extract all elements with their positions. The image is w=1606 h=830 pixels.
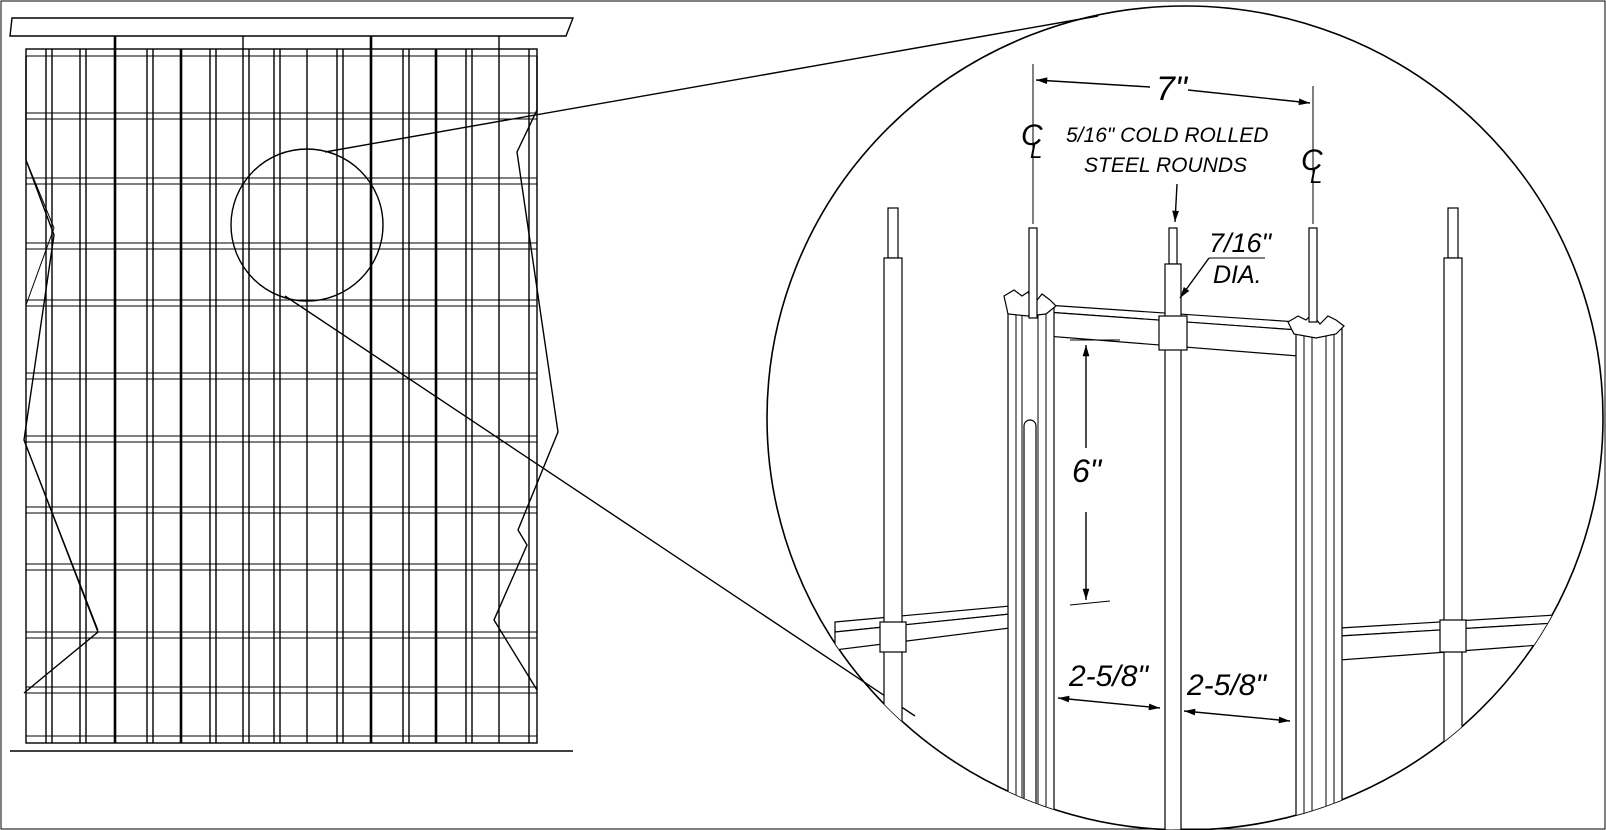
top-plate	[9, 17, 575, 37]
cross-rods	[26, 112, 537, 694]
enlarged-detail: 7" C L C L 5/16" COLD ROLLED STEEL ROUND…	[766, 5, 1604, 830]
break-line-left	[23, 56, 99, 694]
bearing-bar-right	[1287, 227, 1345, 830]
dim-center-spacing: 7"	[1156, 70, 1189, 108]
material-line-1: 5/16" COLD ROLLED	[1066, 124, 1268, 147]
center-rod	[1158, 227, 1188, 830]
svg-text:L: L	[1310, 163, 1322, 188]
detail-marker-circle	[230, 148, 384, 302]
leader-line-bottom	[284, 295, 916, 717]
diameter-value: 7/16"	[1209, 228, 1273, 258]
dim-gap-left: 2-5/8"	[1068, 660, 1149, 693]
break-line-right	[493, 56, 559, 691]
detail-circle	[766, 5, 1604, 830]
centerline-right: C L	[1301, 144, 1323, 188]
grating-elevation	[9, 17, 575, 752]
dim-vertical-spacing: 6"	[1072, 453, 1103, 489]
diameter-label: DIA.	[1213, 261, 1262, 289]
vertical-bars	[45, 36, 530, 743]
bearing-bar-left	[1003, 227, 1057, 830]
svg-text:L: L	[1030, 138, 1042, 163]
material-line-2: STEEL ROUNDS	[1084, 154, 1247, 177]
rod-far-left	[879, 207, 907, 819]
leader-line-top	[324, 15, 1099, 153]
dim-gap-right: 2-5/8"	[1186, 669, 1267, 702]
svg-text:C: C	[1021, 119, 1043, 152]
centerline-left: C L	[1021, 119, 1043, 163]
dim-7-line	[1035, 77, 1151, 88]
svg-text:C: C	[1301, 144, 1323, 177]
grating-panel	[25, 48, 538, 744]
